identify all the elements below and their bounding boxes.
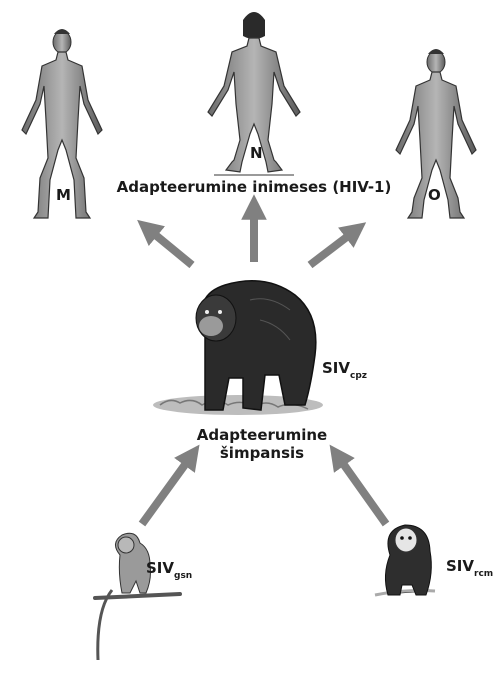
- siv-rcm-main: SIV: [446, 557, 474, 575]
- arrow-rcm-to-chimp: [337, 455, 386, 524]
- siv-rcm-subscript: rcm: [474, 569, 493, 579]
- arrow-gsn-to-chimp: [142, 455, 192, 524]
- arrow-chimp-to-human-m: [147, 228, 192, 265]
- siv-gsn-main: SIV: [146, 559, 174, 577]
- caption-human-adaptation: Adapteerumine inimeses (HIV-1): [117, 178, 392, 196]
- label-siv-cpz: SIVcpz: [322, 359, 367, 381]
- label-human-n: N: [250, 144, 263, 162]
- guenon-monkey-figure: [95, 533, 180, 660]
- arrow-chimp-to-human-o: [310, 230, 356, 265]
- siv-gsn-subscript: gsn: [174, 571, 192, 581]
- chimpanzee-figure: [153, 281, 323, 415]
- label-siv-gsn: SIVgsn: [146, 559, 192, 581]
- siv-cpz-subscript: cpz: [350, 371, 367, 381]
- caption-chimp-adaptation-line2: šimpansis: [220, 444, 304, 462]
- caption-chimp-adaptation-line1: Adapteerumine: [197, 426, 327, 444]
- label-siv-rcm: SIVrcm: [446, 557, 493, 579]
- label-human-m: M: [56, 186, 71, 204]
- label-human-o: O: [428, 186, 441, 204]
- siv-cpz-main: SIV: [322, 359, 350, 377]
- mangabey-monkey-figure: [375, 525, 435, 595]
